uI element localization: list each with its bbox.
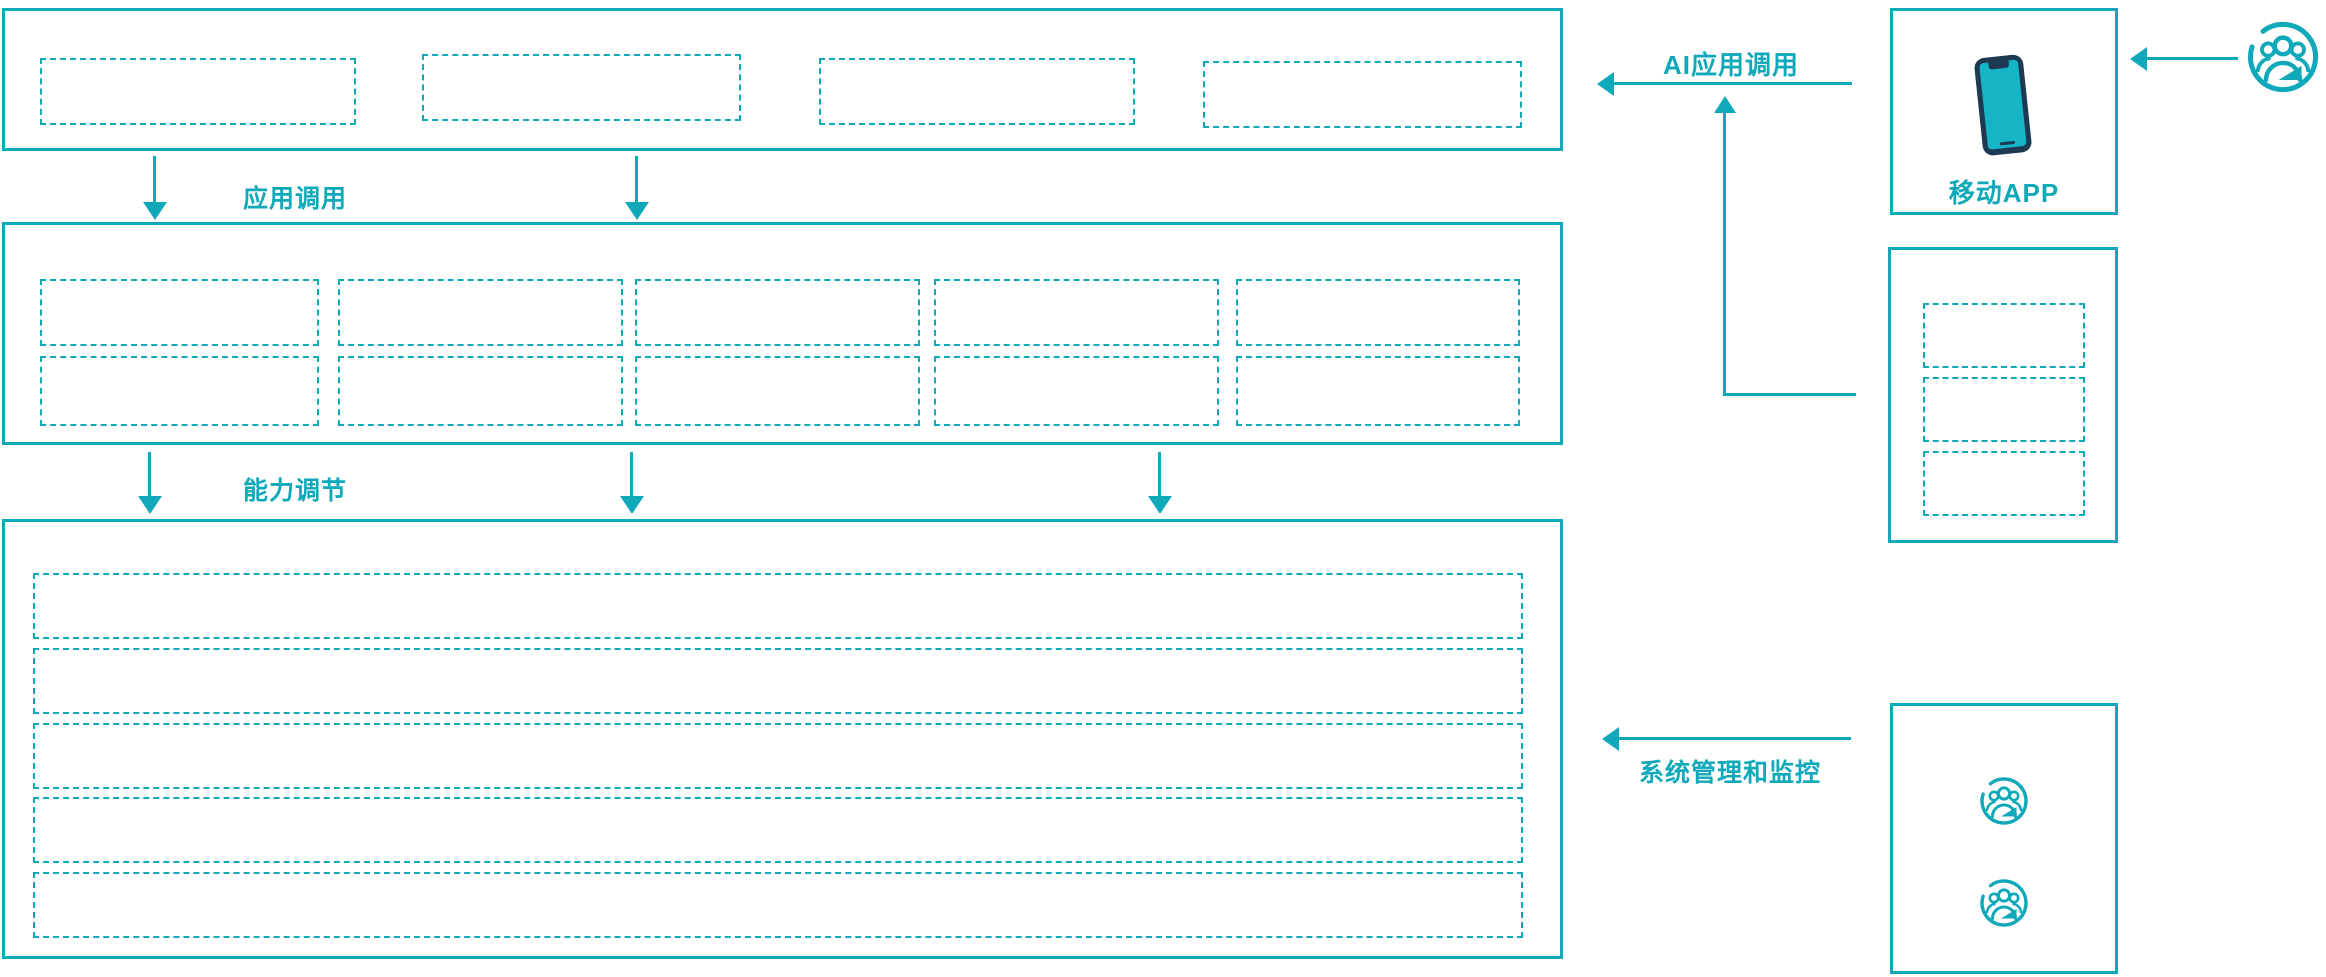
placeholder-row bbox=[33, 573, 1523, 639]
placeholder-box bbox=[1923, 303, 2085, 368]
user-group-icon bbox=[1979, 776, 2029, 826]
up-arrow-icon bbox=[1714, 96, 1736, 113]
placeholder-box bbox=[1236, 356, 1520, 426]
middle-layer-box bbox=[2, 222, 1563, 445]
placeholder-box bbox=[338, 279, 623, 346]
placeholder-box bbox=[40, 356, 319, 426]
placeholder-box bbox=[1923, 451, 2085, 516]
right-middle-panel bbox=[1888, 247, 2118, 543]
placeholder-box bbox=[934, 356, 1219, 426]
down-arrow-icon bbox=[630, 452, 633, 496]
mobile-app-label: 移动APP bbox=[1948, 178, 2060, 208]
connector-line bbox=[1723, 112, 1726, 395]
capability-adjust-label: 能力调节 bbox=[243, 477, 348, 505]
connector-line bbox=[1723, 393, 1856, 396]
placeholder-box bbox=[422, 54, 741, 121]
ai-app-call-label: AI应用调用 bbox=[1662, 50, 1799, 80]
app-call-label: 应用调用 bbox=[243, 185, 348, 213]
mobile-app-box: 移动APP bbox=[1890, 8, 2118, 215]
placeholder-box bbox=[1923, 377, 2085, 442]
smartphone-icon bbox=[1970, 52, 2038, 158]
left-arrow-icon bbox=[1619, 737, 1851, 740]
left-arrow-icon bbox=[2147, 57, 2238, 60]
user-group-icon bbox=[2246, 20, 2320, 94]
placeholder-row bbox=[33, 723, 1523, 789]
placeholder-box bbox=[635, 279, 920, 346]
down-arrow-icon bbox=[1158, 452, 1161, 496]
top-layer-box bbox=[2, 8, 1563, 151]
user-group-icon bbox=[1979, 878, 2029, 928]
admin-panel-box bbox=[1890, 703, 2118, 974]
placeholder-box bbox=[819, 58, 1135, 125]
placeholder-box bbox=[40, 58, 356, 125]
placeholder-box bbox=[934, 279, 1219, 346]
placeholder-row bbox=[33, 797, 1523, 863]
left-arrow-icon bbox=[1614, 82, 1852, 85]
down-arrow-icon bbox=[635, 156, 638, 202]
placeholder-box bbox=[635, 356, 920, 426]
placeholder-box bbox=[1203, 61, 1522, 128]
down-arrow-icon bbox=[148, 452, 151, 496]
placeholder-row bbox=[33, 648, 1523, 714]
system-mgmt-label: 系统管理和监控 bbox=[1638, 759, 1821, 787]
placeholder-box bbox=[1236, 279, 1520, 346]
placeholder-box bbox=[338, 356, 623, 426]
bottom-layer-box bbox=[2, 519, 1563, 959]
placeholder-box bbox=[40, 279, 319, 346]
placeholder-row bbox=[33, 872, 1523, 938]
down-arrow-icon bbox=[153, 156, 156, 202]
